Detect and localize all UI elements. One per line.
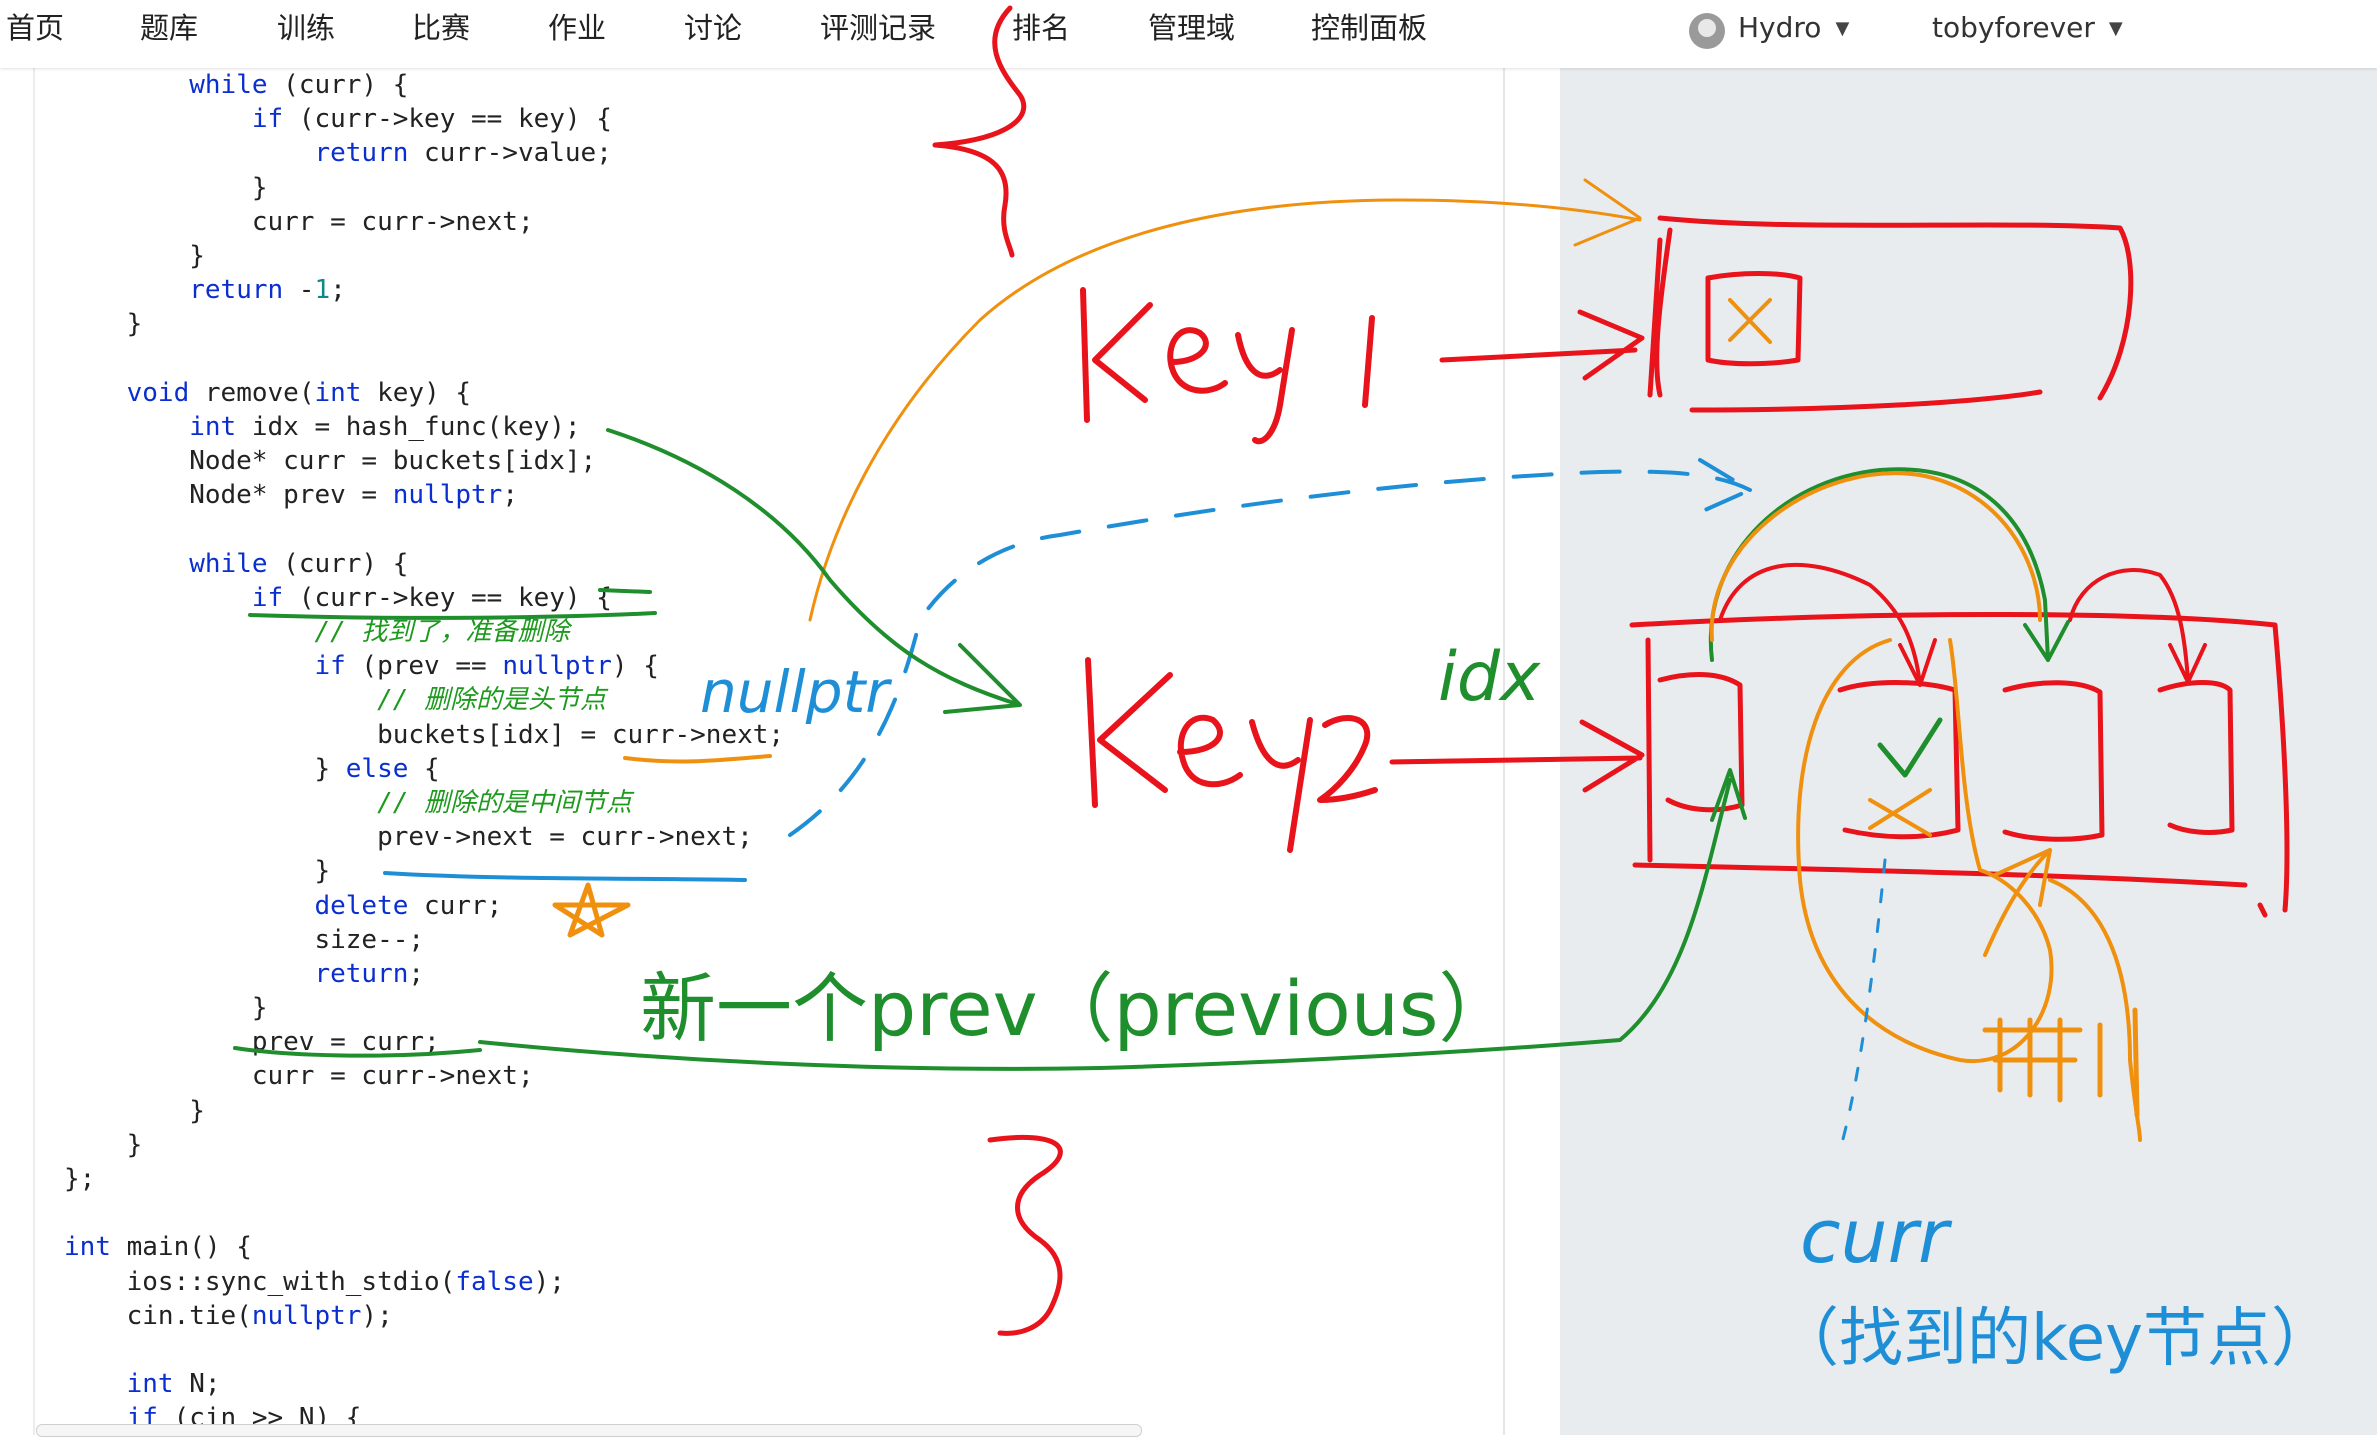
nav-item-homework[interactable]: 作业 — [548, 11, 607, 45]
nav-item-problems[interactable]: 题库 — [140, 11, 199, 45]
right-side-panel — [1560, 68, 2377, 1435]
code-line — [64, 342, 784, 376]
code-line: // 删除的是头节点 — [377, 685, 607, 716]
code-line — [64, 512, 784, 546]
code-line: ios::sync_with_stdio(false); — [64, 1266, 565, 1297]
nav-item-discussion[interactable]: 讨论 — [684, 11, 743, 45]
code-line — [64, 1196, 784, 1230]
code-line: } — [64, 240, 205, 271]
code-line: } — [64, 856, 331, 887]
nav-item-domain[interactable]: 管理域 — [1148, 11, 1236, 45]
horizontal-scrollbar[interactable] — [36, 1424, 1142, 1437]
code-line: } — [64, 172, 268, 203]
code-line: buckets[idx] = curr->next; — [64, 719, 785, 750]
code-line: // 删除的是中间节点 — [377, 787, 633, 818]
code-line: int main() { — [64, 1232, 252, 1263]
nav-item-control-panel[interactable]: 控制面板 — [1311, 11, 1428, 45]
code-line: curr = curr->next; — [64, 206, 534, 237]
code-line: size--; — [64, 924, 425, 955]
code-line: while (curr) { — [189, 70, 409, 100]
code-editor[interactable]: while (curr) { if (curr->key == key) { r… — [64, 68, 784, 1436]
code-line: Node* curr = buckets[idx]; — [64, 446, 597, 477]
code-line: } else { — [64, 753, 440, 784]
code-line: } — [64, 993, 268, 1024]
code-line: } — [64, 1095, 205, 1126]
chevron-down-icon: ▼ — [1835, 18, 1850, 39]
code-line: if (curr->key == key) { — [251, 104, 612, 135]
nav-item-records[interactable]: 评测记录 — [820, 11, 937, 45]
code-line: void remove(int key) { — [126, 377, 472, 408]
nav-item-training[interactable]: 训练 — [277, 11, 336, 45]
code-line — [64, 1333, 784, 1367]
code-line: if (curr->key == key) { — [251, 582, 612, 613]
code-line: } — [64, 1129, 143, 1160]
code-line: return curr->value; — [314, 138, 612, 169]
domain-switcher[interactable]: Hydro ▼ — [1738, 0, 1849, 56]
code-line: }; — [64, 1164, 96, 1194]
nav-item-ranking[interactable]: 排名 — [1012, 11, 1071, 45]
code-line: if (prev == nullptr) { — [314, 651, 659, 682]
code-line: while (curr) { — [189, 548, 409, 579]
top-navigation-bar: 首页 题库 训练 比赛 作业 讨论 评测记录 排名 管理域 控制面板 Hydro… — [0, 0, 2377, 68]
code-line: prev->next = curr->next; — [64, 822, 753, 853]
code-line: prev = curr; — [64, 1027, 440, 1058]
user-menu[interactable]: tobyforever ▼ — [1932, 0, 2123, 56]
code-line: } — [64, 309, 143, 340]
user-label: tobyforever — [1932, 11, 2095, 44]
chevron-down-icon: ▼ — [2108, 18, 2123, 39]
panel-divider — [1503, 68, 1505, 1435]
code-line: Node* prev = nullptr; — [64, 480, 518, 511]
nav-item-contests[interactable]: 比赛 — [412, 11, 471, 45]
domain-label: Hydro — [1738, 11, 1822, 44]
nav-item-home[interactable]: 首页 — [6, 11, 65, 45]
code-line: int idx = hash_func(key); — [189, 411, 581, 442]
code-line: // 找到了，准备删除 — [314, 617, 570, 647]
code-line: curr = curr->next; — [64, 1061, 534, 1092]
code-line: int N; — [126, 1369, 221, 1400]
code-line: return -1; — [189, 275, 346, 306]
code-gutter-divider — [33, 68, 35, 1435]
code-line: return; — [314, 958, 425, 989]
code-line: cin.tie(nullptr); — [64, 1300, 393, 1331]
code-line: delete curr; — [314, 890, 503, 921]
domain-avatar-icon[interactable] — [1689, 13, 1725, 49]
